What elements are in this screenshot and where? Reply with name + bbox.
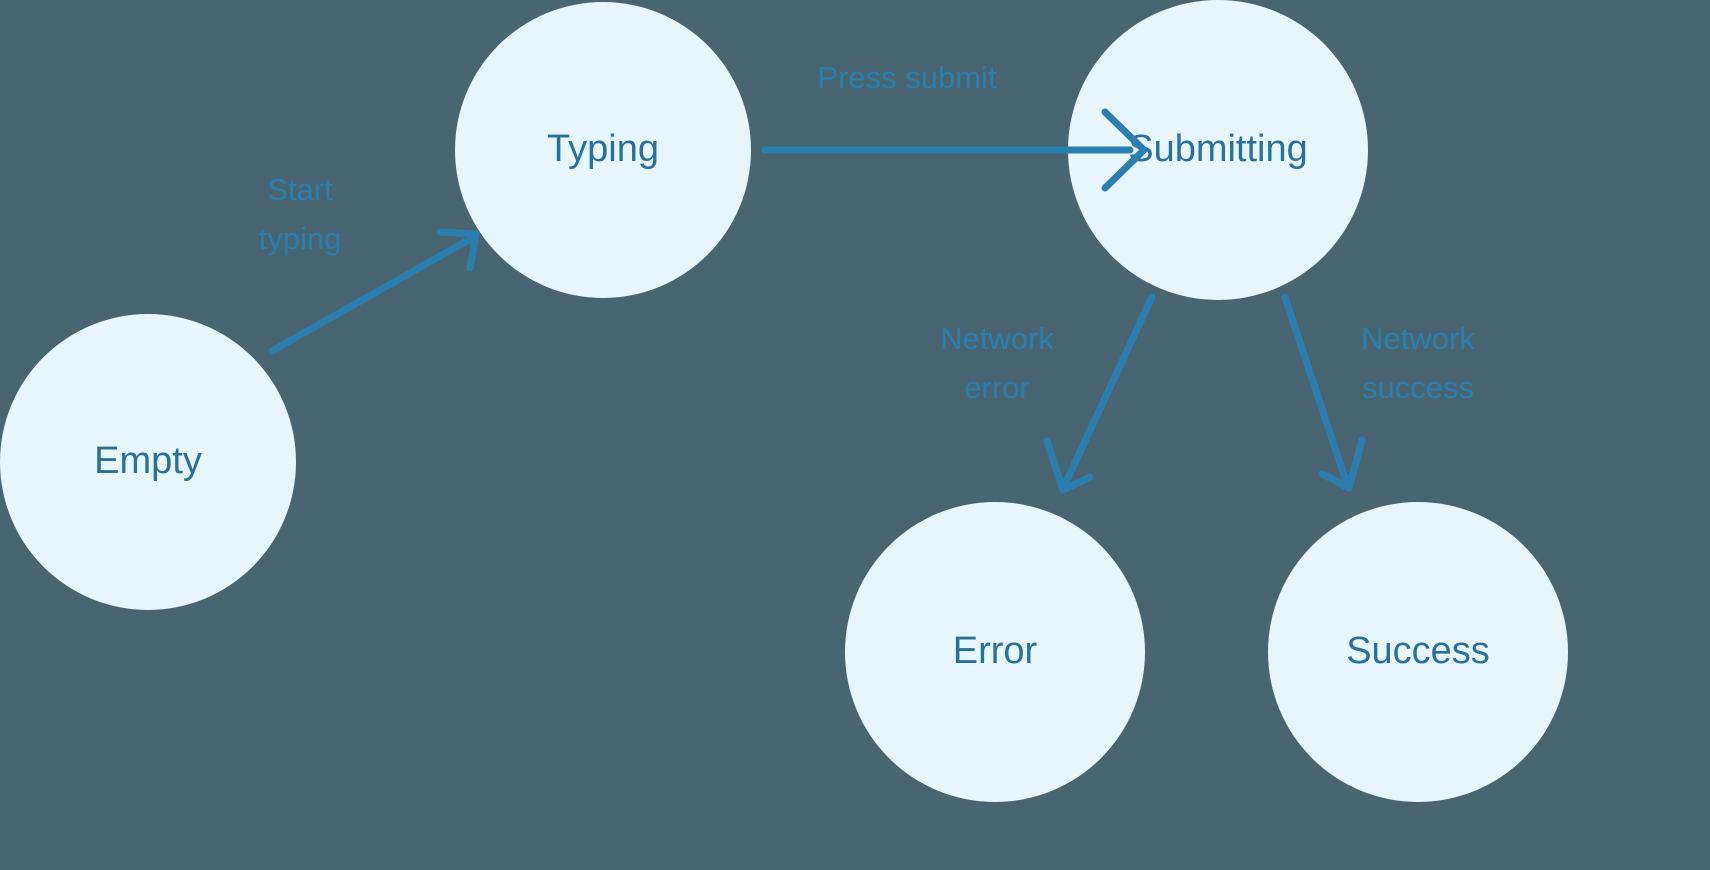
edge-typing-to-submitting-arrowhead	[1101, 108, 1148, 192]
node-submitting[interactable]: Submitting	[1068, 0, 1368, 300]
edge-typing-to-submitting-label-line1: Press submit	[817, 60, 997, 95]
node-error[interactable]: Error	[845, 502, 1145, 802]
node-empty-circle[interactable]	[0, 314, 296, 610]
node-empty-label: Empty	[94, 440, 202, 482]
edge-empty-to-typing-line	[268, 234, 476, 355]
node-typing[interactable]: Typing	[455, 2, 751, 298]
edge-submitting-to-success-arrowhead	[1318, 436, 1366, 492]
node-success-label: Success	[1346, 630, 1490, 672]
edge-empty-to-typing-label-line2: typing	[259, 221, 342, 256]
node-submitting-circle[interactable]	[1068, 0, 1368, 300]
node-success-circle[interactable]	[1268, 502, 1568, 802]
edge-submitting-to-success-label-line2: success	[1362, 370, 1474, 405]
edge-submitting-to-error: Network error	[940, 293, 1156, 494]
edge-empty-to-typing: Start typing	[259, 172, 480, 355]
edge-empty-to-typing-arrowhead	[436, 228, 480, 272]
edge-submitting-to-error-label-line2: error	[964, 370, 1029, 405]
edge-submitting-to-error-label-line1: Network	[940, 321, 1054, 356]
edge-submitting-to-success: Network success	[1281, 293, 1475, 492]
edge-submitting-to-success-label-line1: Network	[1361, 321, 1475, 356]
edge-empty-to-typing-label-line1: Start	[267, 172, 333, 207]
node-typing-circle[interactable]	[455, 2, 751, 298]
edge-submitting-to-error-arrowhead	[1043, 437, 1094, 494]
node-submitting-label: Submitting	[1128, 128, 1308, 170]
node-error-label: Error	[953, 630, 1038, 672]
edge-typing-to-submitting: Press submit	[761, 60, 1148, 192]
node-error-circle[interactable]	[845, 502, 1145, 802]
edge-submitting-to-error-line	[1062, 293, 1156, 486]
node-empty[interactable]: Empty	[0, 314, 296, 610]
node-success[interactable]: Success	[1268, 502, 1568, 802]
node-typing-label: Typing	[547, 128, 659, 170]
edge-submitting-to-success-line	[1281, 293, 1350, 485]
